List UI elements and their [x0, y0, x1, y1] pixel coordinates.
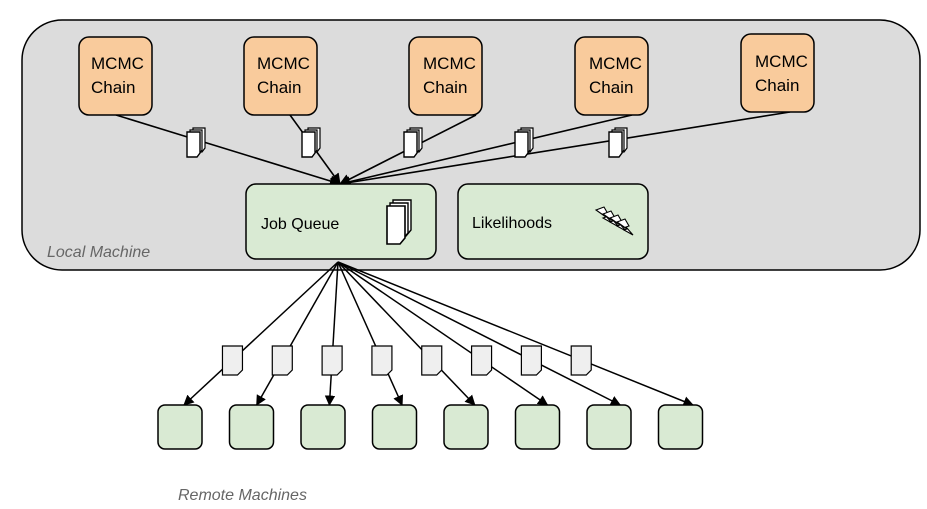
remote-machine-6 [514, 404, 561, 450]
remote-edge-3 [324, 261, 339, 407]
queue-to-remote-edges [183, 261, 694, 407]
remote-edge-4 [337, 261, 404, 406]
remote-machine-4 [371, 404, 418, 450]
mcmc-chain-3: MCMC Chain [408, 36, 483, 116]
mcmc-chain-3-line1: MCMC [423, 54, 476, 73]
chain-doc-icon-3 [403, 127, 423, 158]
remote-machine-2 [228, 404, 275, 450]
remote-doc-icon-3 [321, 345, 343, 376]
document-stack-icon [386, 199, 412, 245]
mcmc-chain-2: MCMC Chain [243, 36, 318, 116]
remote-edge-2 [256, 261, 339, 406]
remote-edge-8 [337, 261, 694, 407]
remote-machine-1 [157, 404, 203, 450]
remote-machine-3 [300, 404, 346, 450]
mcmc-chain-4-line2: Chain [589, 78, 633, 97]
mcmc-chain-5-line1: MCMC [755, 52, 808, 71]
remote-machines-group [157, 404, 704, 450]
local-machine-label: Local Machine [47, 244, 150, 261]
mcmc-chain-1: MCMC Chain [78, 36, 153, 116]
chain-doc-icon-2 [301, 127, 321, 158]
remote-edge-6 [337, 261, 549, 406]
remote-machine-5 [443, 404, 489, 450]
mcmc-chain-1-line2: Chain [91, 78, 135, 97]
mcmc-chain-2-line1: MCMC [257, 54, 310, 73]
mcmc-chain-4-line1: MCMC [589, 54, 642, 73]
mcmc-chain-2-line2: Chain [257, 78, 301, 97]
remote-edge-7 [337, 261, 622, 406]
mcmc-chain-3-line2: Chain [423, 78, 467, 97]
likelihoods-label: Likelihoods [472, 215, 552, 232]
chain-doc-icon-5 [608, 127, 628, 158]
remote-doc-icon-8 [570, 345, 592, 376]
mcmc-chain-1-line1: MCMC [91, 54, 144, 73]
remote-doc-icon-2 [271, 345, 293, 376]
remote-edge-1 [183, 261, 339, 406]
remote-machines-label: Remote Machines [178, 487, 307, 504]
chain-doc-icon-4 [514, 127, 534, 158]
chain-edge-4 [338, 114, 633, 188]
remote-doc-icon-5 [421, 345, 443, 376]
mcmc-chain-5: MCMC Chain [740, 33, 815, 113]
lightning-bolts-icon [594, 206, 634, 236]
mcmc-chain-group: MCMC Chain MCMC Chain MCMC Chain MCMC Ch… [78, 33, 815, 116]
likelihoods-box: Likelihoods [457, 183, 649, 260]
chain-doc-group [186, 127, 628, 158]
remote-doc-icon-1 [221, 345, 244, 376]
chain-edge-1 [115, 114, 342, 187]
mcmc-chain-5-line2: Chain [755, 76, 799, 95]
remote-doc-icon-6 [470, 345, 493, 376]
job-queue-label: Job Queue [261, 216, 339, 233]
remote-doc-group [221, 345, 592, 376]
remote-doc-icon-7 [520, 345, 542, 376]
job-queue-box: Job Queue [245, 183, 437, 260]
chain-doc-icon-1 [186, 127, 206, 158]
remote-edge-5 [337, 261, 476, 406]
mcmc-chain-4: MCMC Chain [574, 36, 649, 116]
remote-machine-8 [657, 404, 704, 450]
remote-doc-icon-4 [371, 345, 393, 376]
chain-edge-5 [338, 111, 791, 188]
remote-machine-7 [586, 404, 632, 450]
